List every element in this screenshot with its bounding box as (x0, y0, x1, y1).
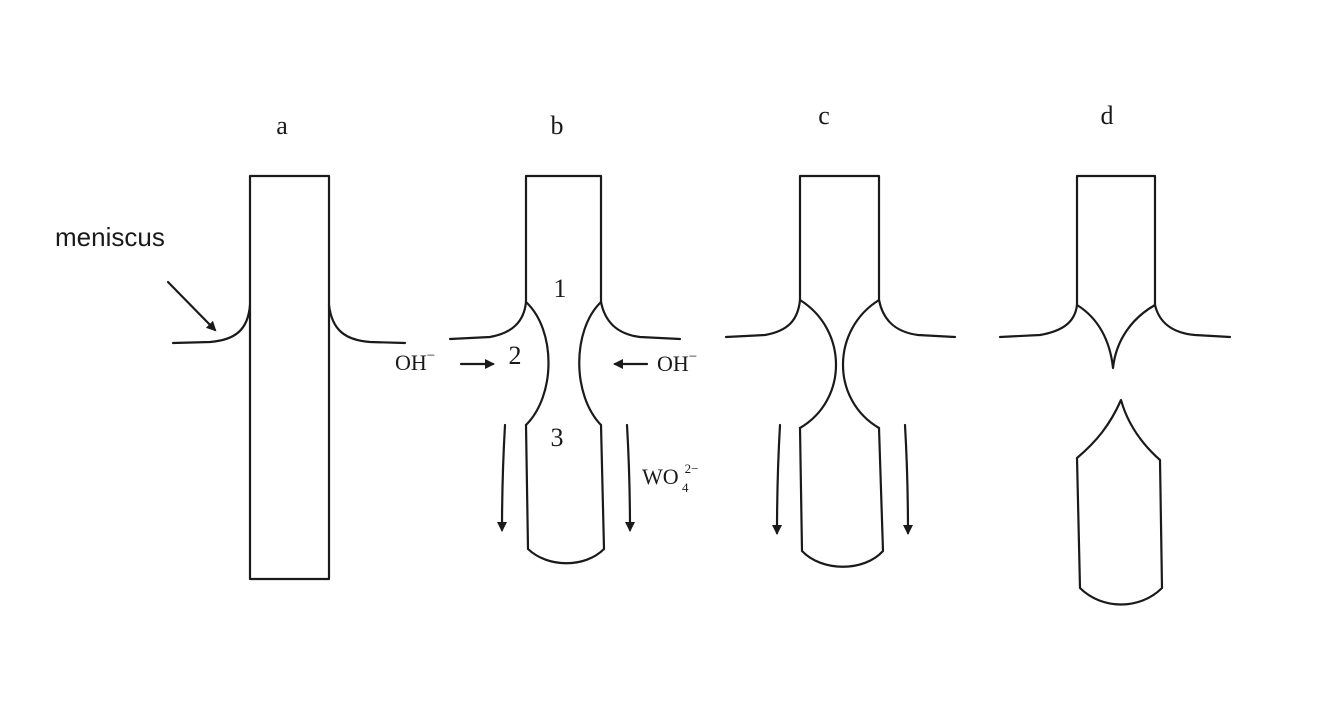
ion-label-left: OH− (395, 348, 435, 375)
region-label-1: 1 (554, 274, 567, 303)
wire-top-b (524, 174, 603, 304)
meniscus-right-c (877, 298, 957, 339)
neck-right-c (841, 298, 881, 430)
panel-c: c (724, 101, 957, 568)
wire-bottom-c (798, 426, 885, 568)
panel-label-d: d (1101, 101, 1114, 130)
wire-bottom-b (524, 423, 606, 565)
neck-left-c (798, 298, 838, 430)
region-label-3: 3 (551, 423, 564, 452)
meniscus-label: meniscus (55, 222, 165, 252)
panel-label-b: b (551, 111, 564, 140)
dropped-segment-d (1075, 398, 1164, 606)
ion-label-right: OH− (657, 349, 697, 376)
panel-a: a meniscus (55, 111, 407, 581)
neck-right-b (578, 300, 603, 427)
meniscus-left-a (171, 303, 252, 345)
outflow-arrow-right-c-icon (902, 423, 913, 535)
wire-a (248, 174, 331, 581)
panel-label-c: c (818, 101, 830, 130)
outflow-arrow-right-icon (624, 423, 635, 532)
tip-upper-d (1075, 303, 1157, 370)
wire-top-d (1075, 174, 1157, 307)
meniscus-left-c (724, 298, 802, 339)
meniscus-left-b (448, 300, 528, 341)
region-label-2: 2 (509, 341, 522, 370)
meniscus-arrow-icon (166, 280, 217, 332)
panel-d: d (998, 101, 1232, 606)
neck-left-b (524, 300, 550, 427)
outflow-arrow-left-c-icon (772, 423, 783, 535)
outflow-arrow-left-icon (497, 423, 508, 532)
panel-label-a: a (276, 111, 288, 140)
meniscus-right-d (1153, 303, 1232, 339)
meniscus-right-a (327, 303, 407, 345)
meniscus-right-b (599, 300, 682, 341)
meniscus-left-d (998, 303, 1079, 339)
wire-top-c (798, 174, 881, 302)
